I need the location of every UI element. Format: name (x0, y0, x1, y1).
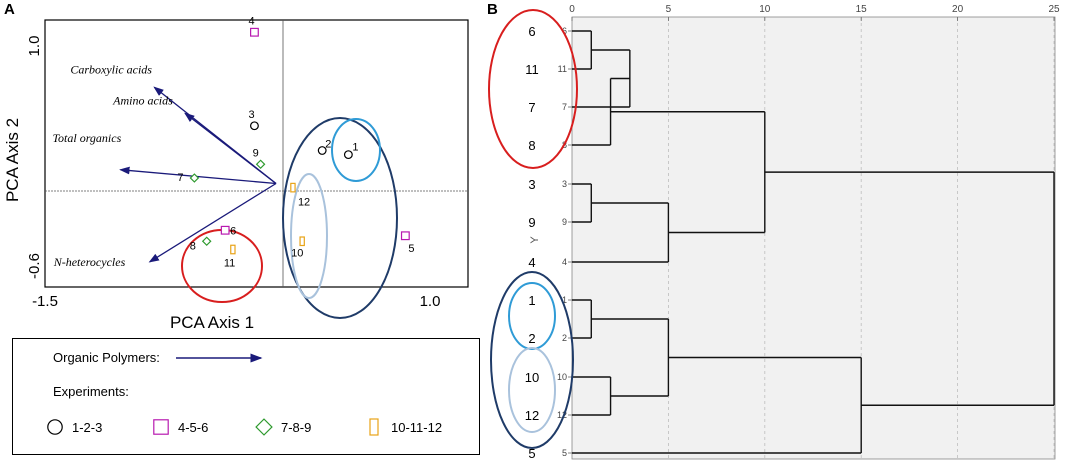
legend-box: Organic Polymers: Experiments: 1-2-3 4-5-… (12, 338, 480, 455)
dendro-row-label: 2 (528, 331, 535, 346)
dendro-row-label-small: 7 (562, 102, 567, 112)
pca-point (290, 182, 296, 193)
dendro-ring-navy (490, 271, 574, 449)
legend: Organic Polymers: Experiments: 1-2-3 4-5-… (47, 350, 442, 436)
pca-point (343, 150, 353, 160)
dendrogram-axis-label: Y (529, 236, 541, 244)
vector-label: Carboxylic acids (70, 62, 152, 76)
vector-arrow (119, 166, 277, 185)
dendro-row-label: 4 (528, 255, 535, 270)
pca-point (201, 236, 212, 247)
pca-x-axis-label: PCA Axis 1 (170, 313, 254, 332)
pca-point (230, 244, 236, 255)
legend-item-label: 1-2-3 (72, 420, 102, 435)
cluster-ring-blue (331, 118, 381, 182)
pca-point-label: 3 (248, 109, 254, 121)
pca-biplot: PCA Axis 1 PCA Axis 2 -1.5 1.0 1.0 -0.6 … (3, 15, 469, 332)
dendro-row-label-small: 11 (558, 64, 567, 74)
vector-arrow (184, 112, 277, 185)
dendro-tick-label: 15 (856, 4, 868, 15)
pca-point-label: 12 (298, 197, 310, 209)
dendro-row-label: 1 (528, 293, 535, 308)
pca-point (255, 159, 266, 170)
legend-polymers-label: Organic Polymers: (53, 350, 160, 365)
pca-plot-frame (44, 19, 469, 288)
legend-marker (47, 419, 63, 435)
dendro-row-label-small: 10 (557, 372, 567, 382)
dendro-row-label-small: 3 (562, 179, 567, 189)
dendro-row-label-small: 5 (562, 448, 567, 458)
pca-point-label: 1 (352, 142, 358, 154)
vector-label: Total organics (52, 131, 121, 145)
dendrogram-plot-area (571, 16, 1056, 460)
dendro-row-label-small: 4 (562, 257, 567, 267)
dendro-row-label-small: 6 (562, 26, 567, 36)
pca-point (250, 27, 259, 37)
dendro-row-label: 6 (528, 24, 535, 39)
dendro-row-label: 8 (528, 138, 535, 153)
cluster-ring-navy (282, 117, 398, 319)
dendro-row-label: 9 (528, 215, 535, 230)
dendro-tick-label: 20 (952, 4, 964, 15)
dendro-tick-label: 5 (666, 4, 672, 15)
pca-x-tick-min: -1.5 (32, 293, 58, 310)
legend-item-label: 7-8-9 (281, 420, 311, 435)
vector-label: Amino acids (112, 93, 173, 107)
pca-point (250, 121, 259, 131)
legend-marker (369, 418, 379, 436)
pca-point-label: 6 (230, 225, 236, 237)
pca-point-label: 8 (190, 240, 196, 252)
dendro-tick-label: 0 (569, 4, 575, 15)
pca-point-label: 11 (224, 258, 235, 270)
dendro-row-label-small: 12 (557, 410, 567, 420)
cluster-ring-light-blue (290, 173, 328, 299)
dendro-row-label-small: 9 (562, 217, 567, 227)
dendro-row-label-small: 1 (562, 295, 567, 305)
legend-item-label: 4-5-6 (178, 420, 208, 435)
legend-marker (255, 418, 273, 436)
vector-label: N-heterocycles (53, 255, 126, 269)
vector-arrow (148, 182, 277, 263)
panel-b-letter: B (487, 1, 498, 18)
legend-experiments-label: Experiments: (53, 384, 129, 399)
pca-y-tick-max: 1.0 (26, 36, 43, 57)
dendro-row-label: 3 (528, 177, 535, 192)
pca-x-tick-max: 1.0 (420, 293, 441, 310)
pca-point (317, 146, 327, 155)
pca-y-axis-label: PCA Axis 2 (3, 118, 22, 202)
pca-point (299, 236, 305, 247)
pca-y-tick-min: -0.6 (26, 253, 43, 279)
dendro-tick-label: 25 (1048, 4, 1060, 15)
dendro-ring-red (488, 9, 578, 169)
pca-point (400, 231, 410, 241)
pca-point (220, 225, 230, 235)
pca-point-label: 9 (253, 147, 259, 159)
legend-item-label: 10-11-12 (391, 420, 442, 435)
pca-point (189, 173, 200, 183)
dendro-row-label: 7 (528, 100, 535, 115)
panel-a-letter: A (4, 1, 15, 18)
pca-point-label: 2 (325, 139, 331, 151)
dendro-tick-label: 10 (759, 4, 771, 15)
dendro-ring-light-blue (508, 347, 556, 433)
legend-marker (153, 419, 169, 435)
dendro-row-label: 11 (525, 62, 539, 77)
dendro-row-label: 5 (528, 446, 535, 461)
dendro-row-label-small: 2 (562, 333, 567, 343)
pca-point-label: 5 (408, 243, 414, 255)
dendro-row-label: 12 (525, 408, 539, 423)
dendro-row-label: 10 (525, 370, 539, 385)
pca-point-label: 4 (248, 15, 254, 27)
pca-point-label: 7 (177, 172, 183, 184)
pca-point-label: 10 (291, 247, 303, 259)
